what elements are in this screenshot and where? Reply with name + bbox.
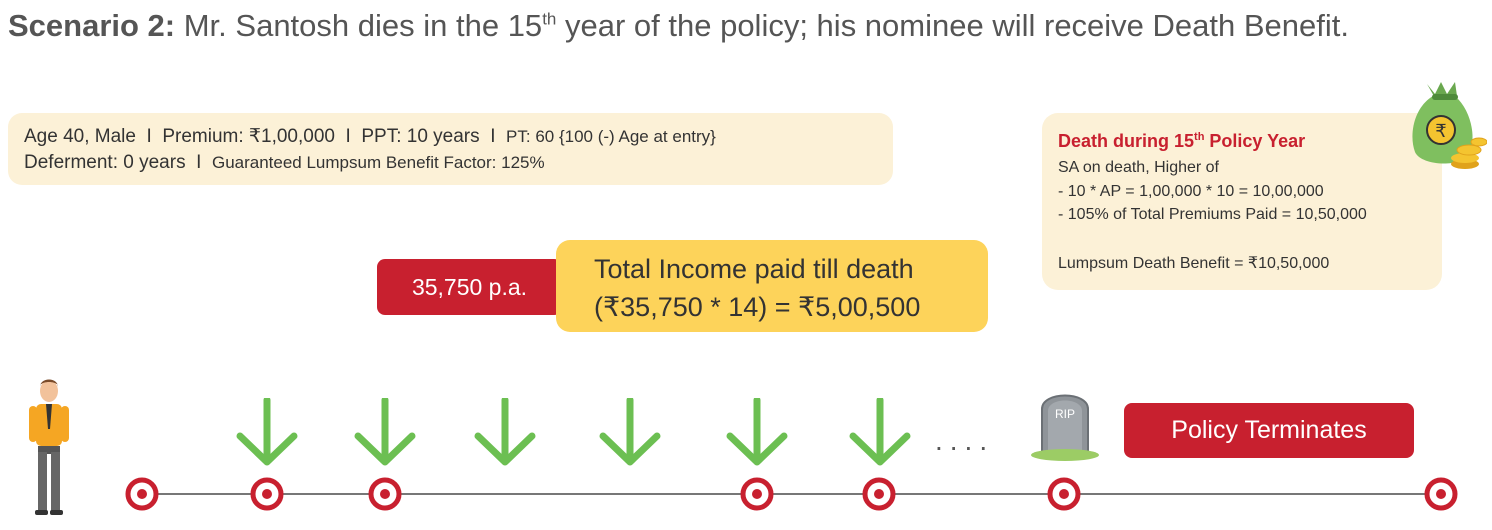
money-bag-icon: ₹ — [1412, 82, 1487, 169]
death-benefit-total: Lumpsum Death Benefit = ₹10,50,000 — [1058, 255, 1330, 272]
policy-terminates-label: Policy Terminates — [1171, 416, 1367, 444]
timeline-node-icon — [862, 477, 896, 511]
death-benefit-line: - 10 * AP = 1,00,000 * 10 = 10,00,000 — [1058, 183, 1324, 200]
down-arrow-icon — [474, 398, 536, 466]
svg-text:₹: ₹ — [1435, 121, 1446, 142]
timeline-line — [141, 493, 1441, 495]
total-income-line1: Total Income paid till death — [594, 254, 914, 284]
timeline-node-icon — [250, 477, 284, 511]
timeline-node-icon — [1424, 477, 1458, 511]
death-benefit-heading: Death during 15th Policy Year — [1058, 131, 1305, 152]
down-arrow-icon — [354, 398, 416, 466]
total-income-line2: (₹35,750 * 14) = ₹5,00,500 — [594, 292, 921, 322]
timeline-node-icon — [740, 477, 774, 511]
policy-terminates-badge — [1124, 403, 1414, 458]
timeline-node-icon — [1047, 477, 1081, 511]
tombstone-label: RIP — [1055, 407, 1075, 421]
tombstone-icon: RIP — [1031, 394, 1099, 461]
income-rate-badge — [377, 259, 562, 315]
timeline-node-icon — [368, 477, 402, 511]
title-text-part2: year of the policy; his nominee will rec… — [556, 8, 1349, 43]
down-arrow-icon — [236, 398, 298, 466]
policy-info-line2: Deferment: 0 years I Guaranteed Lumpsum … — [24, 152, 545, 174]
down-arrow-icon — [726, 398, 788, 466]
timeline-node-icon — [125, 477, 159, 511]
death-benefit-line: SA on death, Higher of — [1058, 159, 1219, 176]
income-rate-label: 35,750 p.a. — [411, 274, 528, 300]
policy-info-line1-small: PT: 60 {100 (-) Age at entry} — [506, 127, 716, 146]
death-heading-pre: Death during 15 — [1058, 131, 1195, 151]
policy-info-line2-main: Deferment: 0 years I — [24, 152, 212, 173]
ellipsis-dots: .... — [935, 425, 995, 456]
down-arrow-icon — [849, 398, 911, 466]
person-icon — [29, 379, 69, 515]
total-income-box — [556, 240, 988, 332]
scenario-title: Scenario 2: Mr. Santosh dies in the 15th… — [8, 8, 1349, 44]
policy-info-box — [8, 113, 893, 185]
policy-info-line1: Age 40, Male I Premium: ₹1,00,000 I PPT:… — [24, 125, 716, 148]
death-benefit-line: - 105% of Total Premiums Paid = 10,50,00… — [1058, 206, 1367, 223]
policy-info-line1-main: Age 40, Male I Premium: ₹1,00,000 I PPT:… — [24, 126, 507, 147]
down-arrow-icon — [599, 398, 661, 466]
death-benefit-box — [1042, 113, 1442, 290]
death-heading-sup: th — [1194, 131, 1205, 143]
policy-info-line2-small: Guaranteed Lumpsum Benefit Factor: 125% — [211, 153, 545, 172]
title-sup: th — [542, 9, 557, 29]
scenario-label: Scenario 2: — [8, 8, 176, 43]
death-heading-post: Policy Year — [1204, 131, 1306, 151]
title-text-part1: Mr. Santosh dies in the 15 — [175, 8, 543, 43]
